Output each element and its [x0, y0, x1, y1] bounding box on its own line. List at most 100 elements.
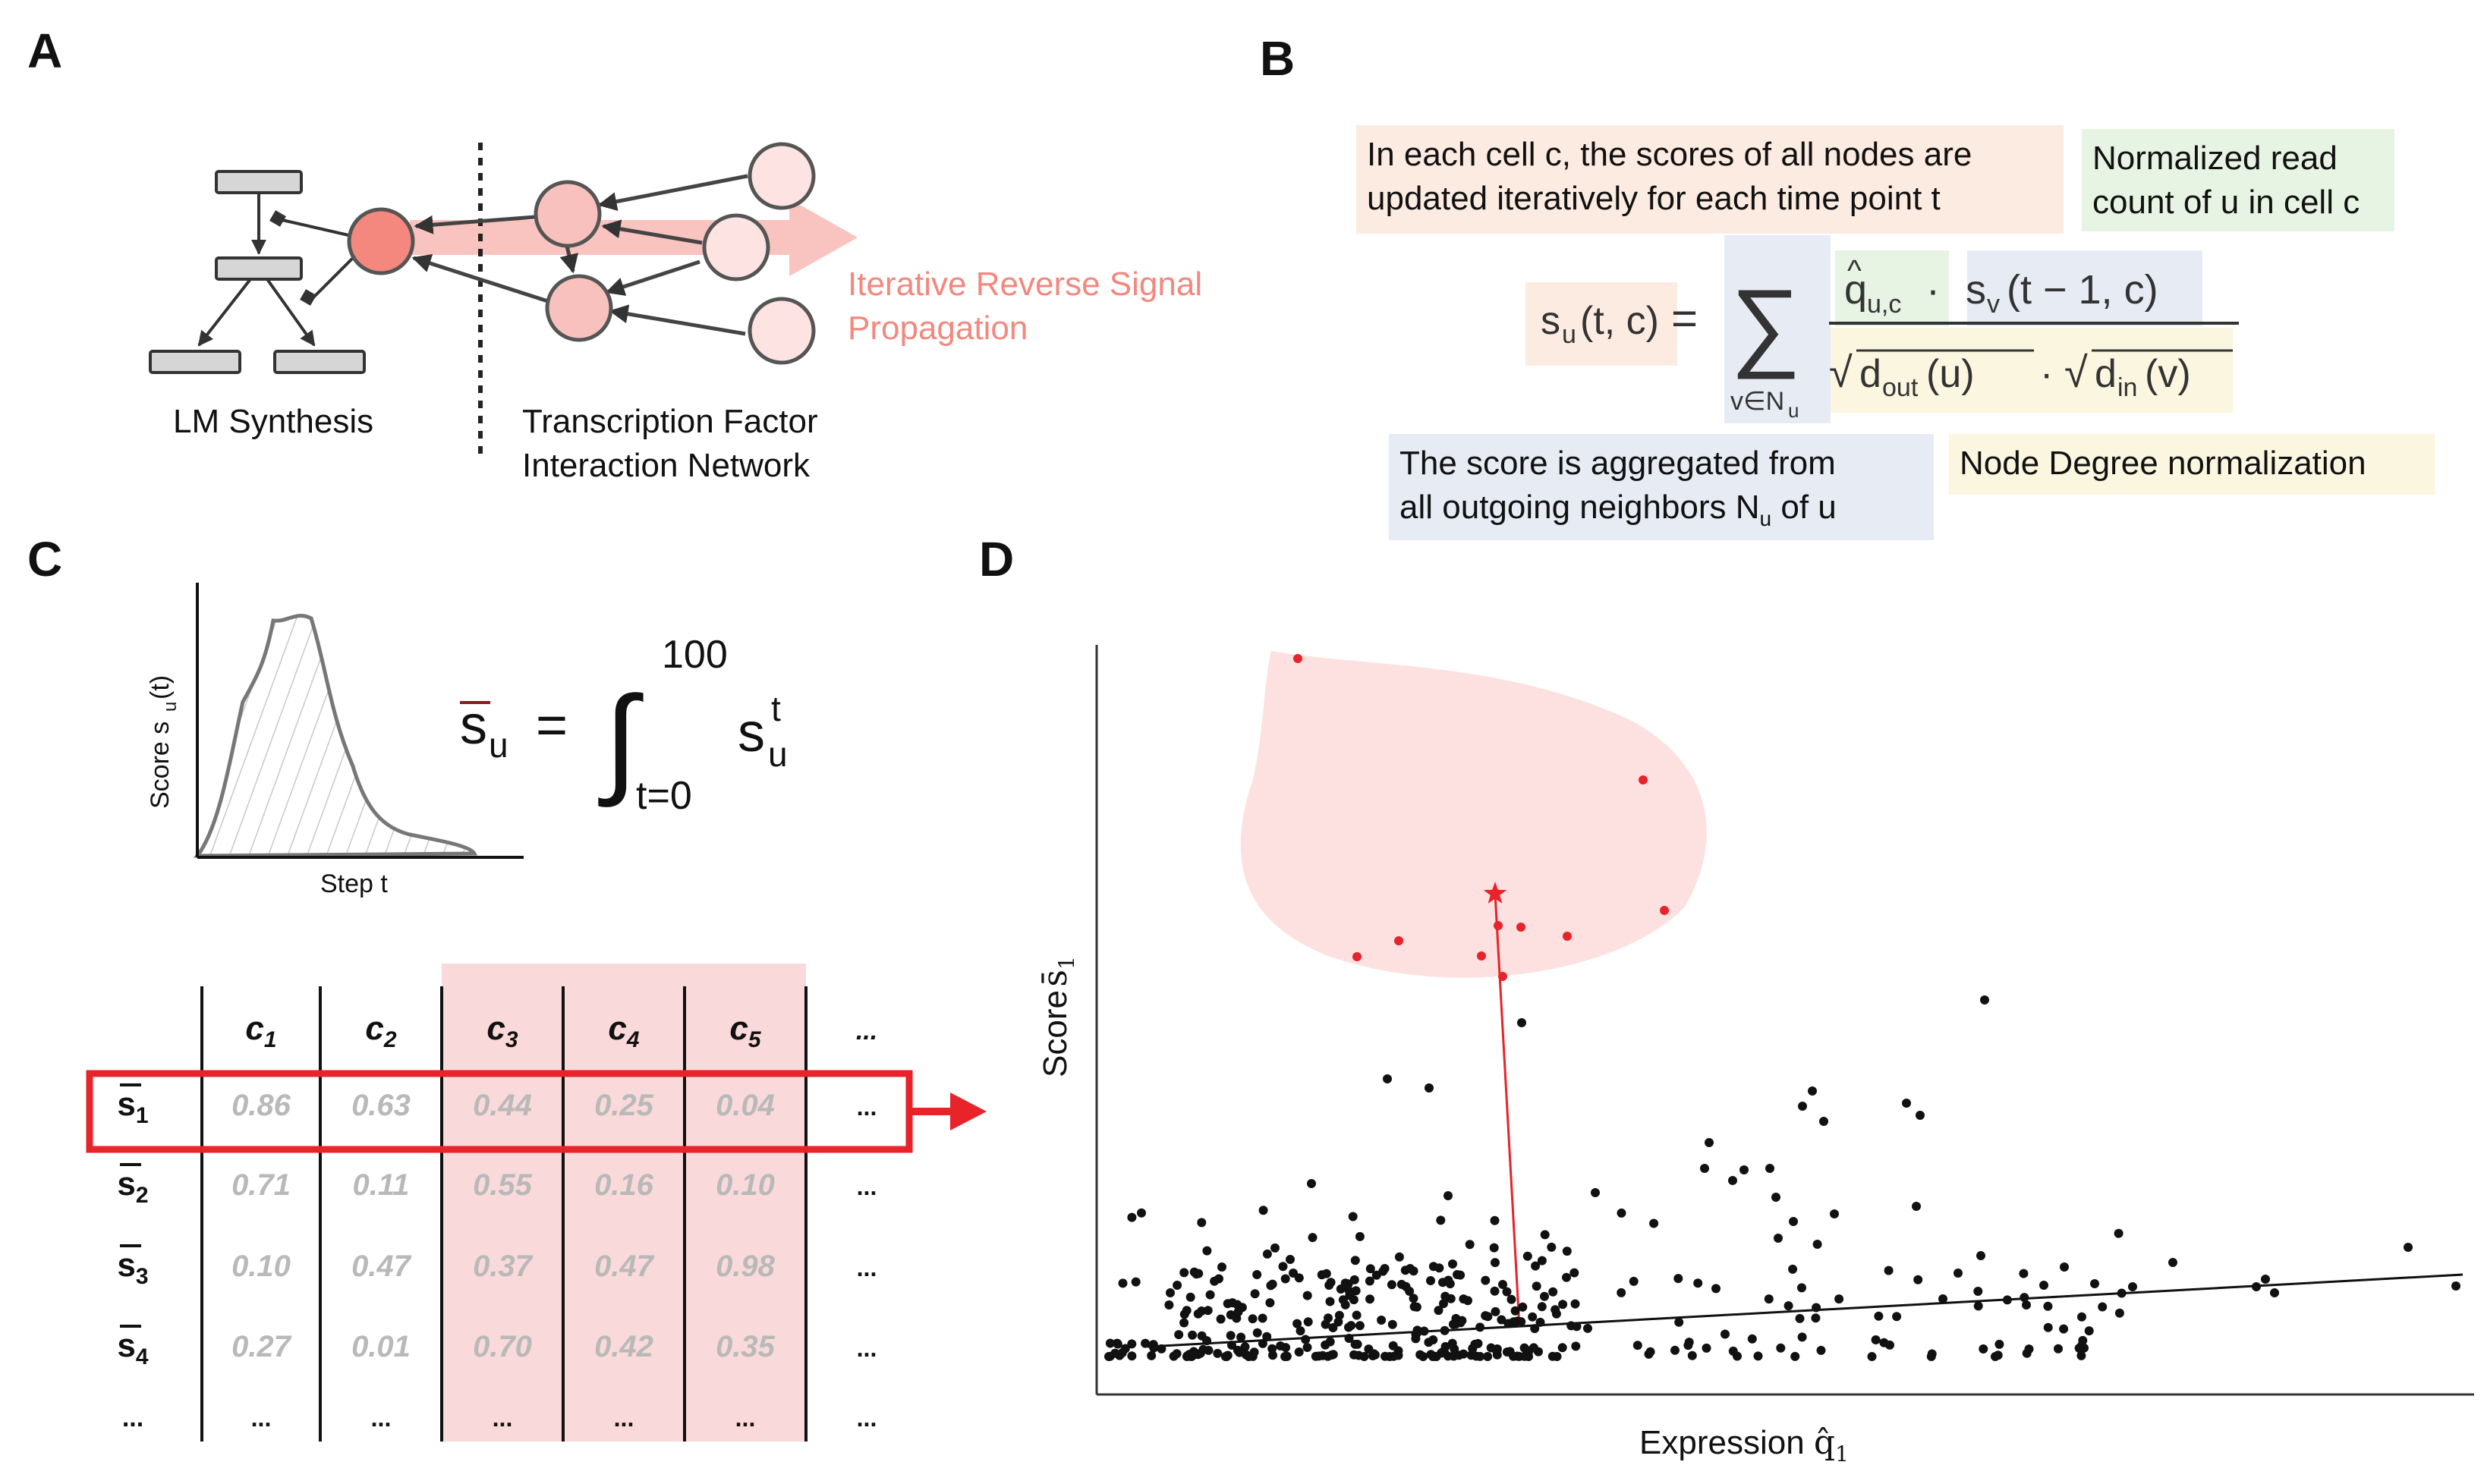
svg-text:s: s: [738, 703, 765, 763]
data-point: [2039, 1281, 2048, 1290]
data-point: [1350, 1256, 1360, 1265]
data-point: [1506, 1294, 1516, 1304]
data-point: [1540, 1230, 1550, 1240]
data-point: [1721, 1329, 1730, 1339]
data-point: [1157, 1344, 1166, 1354]
data-point: [1409, 1294, 1418, 1303]
data-point: [1202, 1336, 1212, 1346]
data-point: [1700, 1164, 1709, 1173]
data-point: [1266, 1281, 1276, 1291]
data-point: [1340, 1300, 1350, 1310]
data-point: [1217, 1262, 1226, 1272]
tf-node: [748, 142, 816, 210]
data-point: [1327, 1350, 1336, 1360]
svg-text:d: d: [1859, 352, 1881, 396]
svg-text:(u): (u): [1926, 352, 1975, 396]
data-point: [1370, 1350, 1380, 1360]
data-point: [1470, 1339, 1480, 1349]
data-point: [1352, 1310, 1362, 1320]
data-point: [1147, 1350, 1157, 1360]
data-point: [1166, 1288, 1175, 1297]
data-point: [1164, 1300, 1174, 1310]
data-point: [1131, 1277, 1141, 1287]
data-point: [1381, 1351, 1390, 1361]
data-point: [1728, 1176, 1737, 1185]
data-point: [2252, 1282, 2261, 1291]
data-point: [1236, 1332, 1246, 1342]
data-point: [1532, 1281, 1541, 1291]
data-point: [1174, 1330, 1184, 1340]
data-point: [1344, 1286, 1354, 1296]
data-point: [1798, 1102, 1807, 1111]
data-point: [1394, 1252, 1404, 1262]
data-point: [1448, 1259, 1457, 1269]
update-formula: s u (t, c) = ∑ v∈N u q ^ u,c · s v (t − …: [1541, 254, 2239, 422]
scatter-x-label-text: Expression: [1639, 1424, 1805, 1461]
data-point: [1463, 1296, 1472, 1306]
data-point: [1202, 1246, 1212, 1256]
data-point: [1227, 1341, 1236, 1350]
integral-lower: t=0: [636, 774, 692, 818]
highlighted-point: [1394, 936, 1403, 945]
table-cell: 0.04: [716, 1089, 775, 1122]
table-cell: 0.16: [594, 1168, 654, 1202]
table-cell: ...: [251, 1404, 272, 1432]
data-point: [1425, 1083, 1434, 1093]
data-point: [1764, 1294, 1774, 1304]
data-point: [1137, 1208, 1146, 1218]
curve-y-label: Score s u (t): [146, 675, 181, 809]
data-point: [1371, 1270, 1381, 1280]
integral-formula: s u = ∫ 100 t=0 s t u: [460, 633, 788, 818]
data-point: [1365, 1276, 1374, 1286]
data-point: [1249, 1347, 1259, 1357]
data-point: [1497, 1315, 1506, 1325]
data-point: [1258, 1338, 1267, 1348]
data-point: [1258, 1313, 1267, 1323]
data-point: [1537, 1302, 1547, 1312]
data-point: [1570, 1299, 1580, 1309]
data-point: [1522, 1251, 1532, 1261]
svg-text:d: d: [2095, 352, 2117, 396]
data-point: [2078, 1335, 2088, 1345]
note-neighbors: The score is aggregated from all outgoin…: [1389, 434, 1934, 540]
lm-synthesis-label: LM Synthesis: [173, 403, 374, 440]
table-cell: ...: [857, 1173, 877, 1200]
data-point: [1649, 1218, 1659, 1228]
data-point: [1938, 1294, 1947, 1303]
table-cell: 0.47: [594, 1250, 655, 1283]
data-point: [1540, 1291, 1549, 1301]
data-point: [1387, 1280, 1396, 1290]
data-point: [1445, 1279, 1455, 1289]
data-point: [2022, 1348, 2032, 1358]
data-point: [1973, 1301, 1983, 1311]
tf-edges: [411, 174, 748, 336]
data-point: [1684, 1338, 1694, 1347]
data-point: [1591, 1188, 1600, 1197]
data-point: [1364, 1344, 1374, 1354]
data-point: [1617, 1287, 1626, 1297]
data-point: [1127, 1212, 1137, 1222]
svg-text:·: ·: [2040, 352, 2053, 396]
data-point: [1388, 1341, 1398, 1350]
data-point: [1784, 1301, 1793, 1311]
data-point: [1248, 1314, 1258, 1324]
data-point: [1913, 1275, 1923, 1284]
data-point: [1262, 1332, 1272, 1341]
data-point: [1365, 1294, 1374, 1304]
table-cell: 0.55: [473, 1168, 533, 1202]
note-neighbors-tail: of u: [1771, 489, 1837, 526]
tf-node: [534, 180, 602, 248]
data-point: [1179, 1318, 1189, 1328]
data-point: [1874, 1311, 1884, 1321]
data-point: [1705, 1138, 1714, 1147]
table-cell: ...: [735, 1404, 756, 1432]
data-point: [1867, 1352, 1877, 1361]
note-cell-line2: updated iteratively for each time point …: [1367, 180, 1941, 217]
data-point: [1808, 1086, 1817, 1096]
data-point: [1795, 1313, 1805, 1323]
data-point: [1440, 1341, 1450, 1351]
data-point: [1547, 1242, 1557, 1252]
highlighted-point: [1563, 932, 1572, 941]
data-point: [1774, 1234, 1783, 1243]
data-point: [1411, 1329, 1421, 1339]
